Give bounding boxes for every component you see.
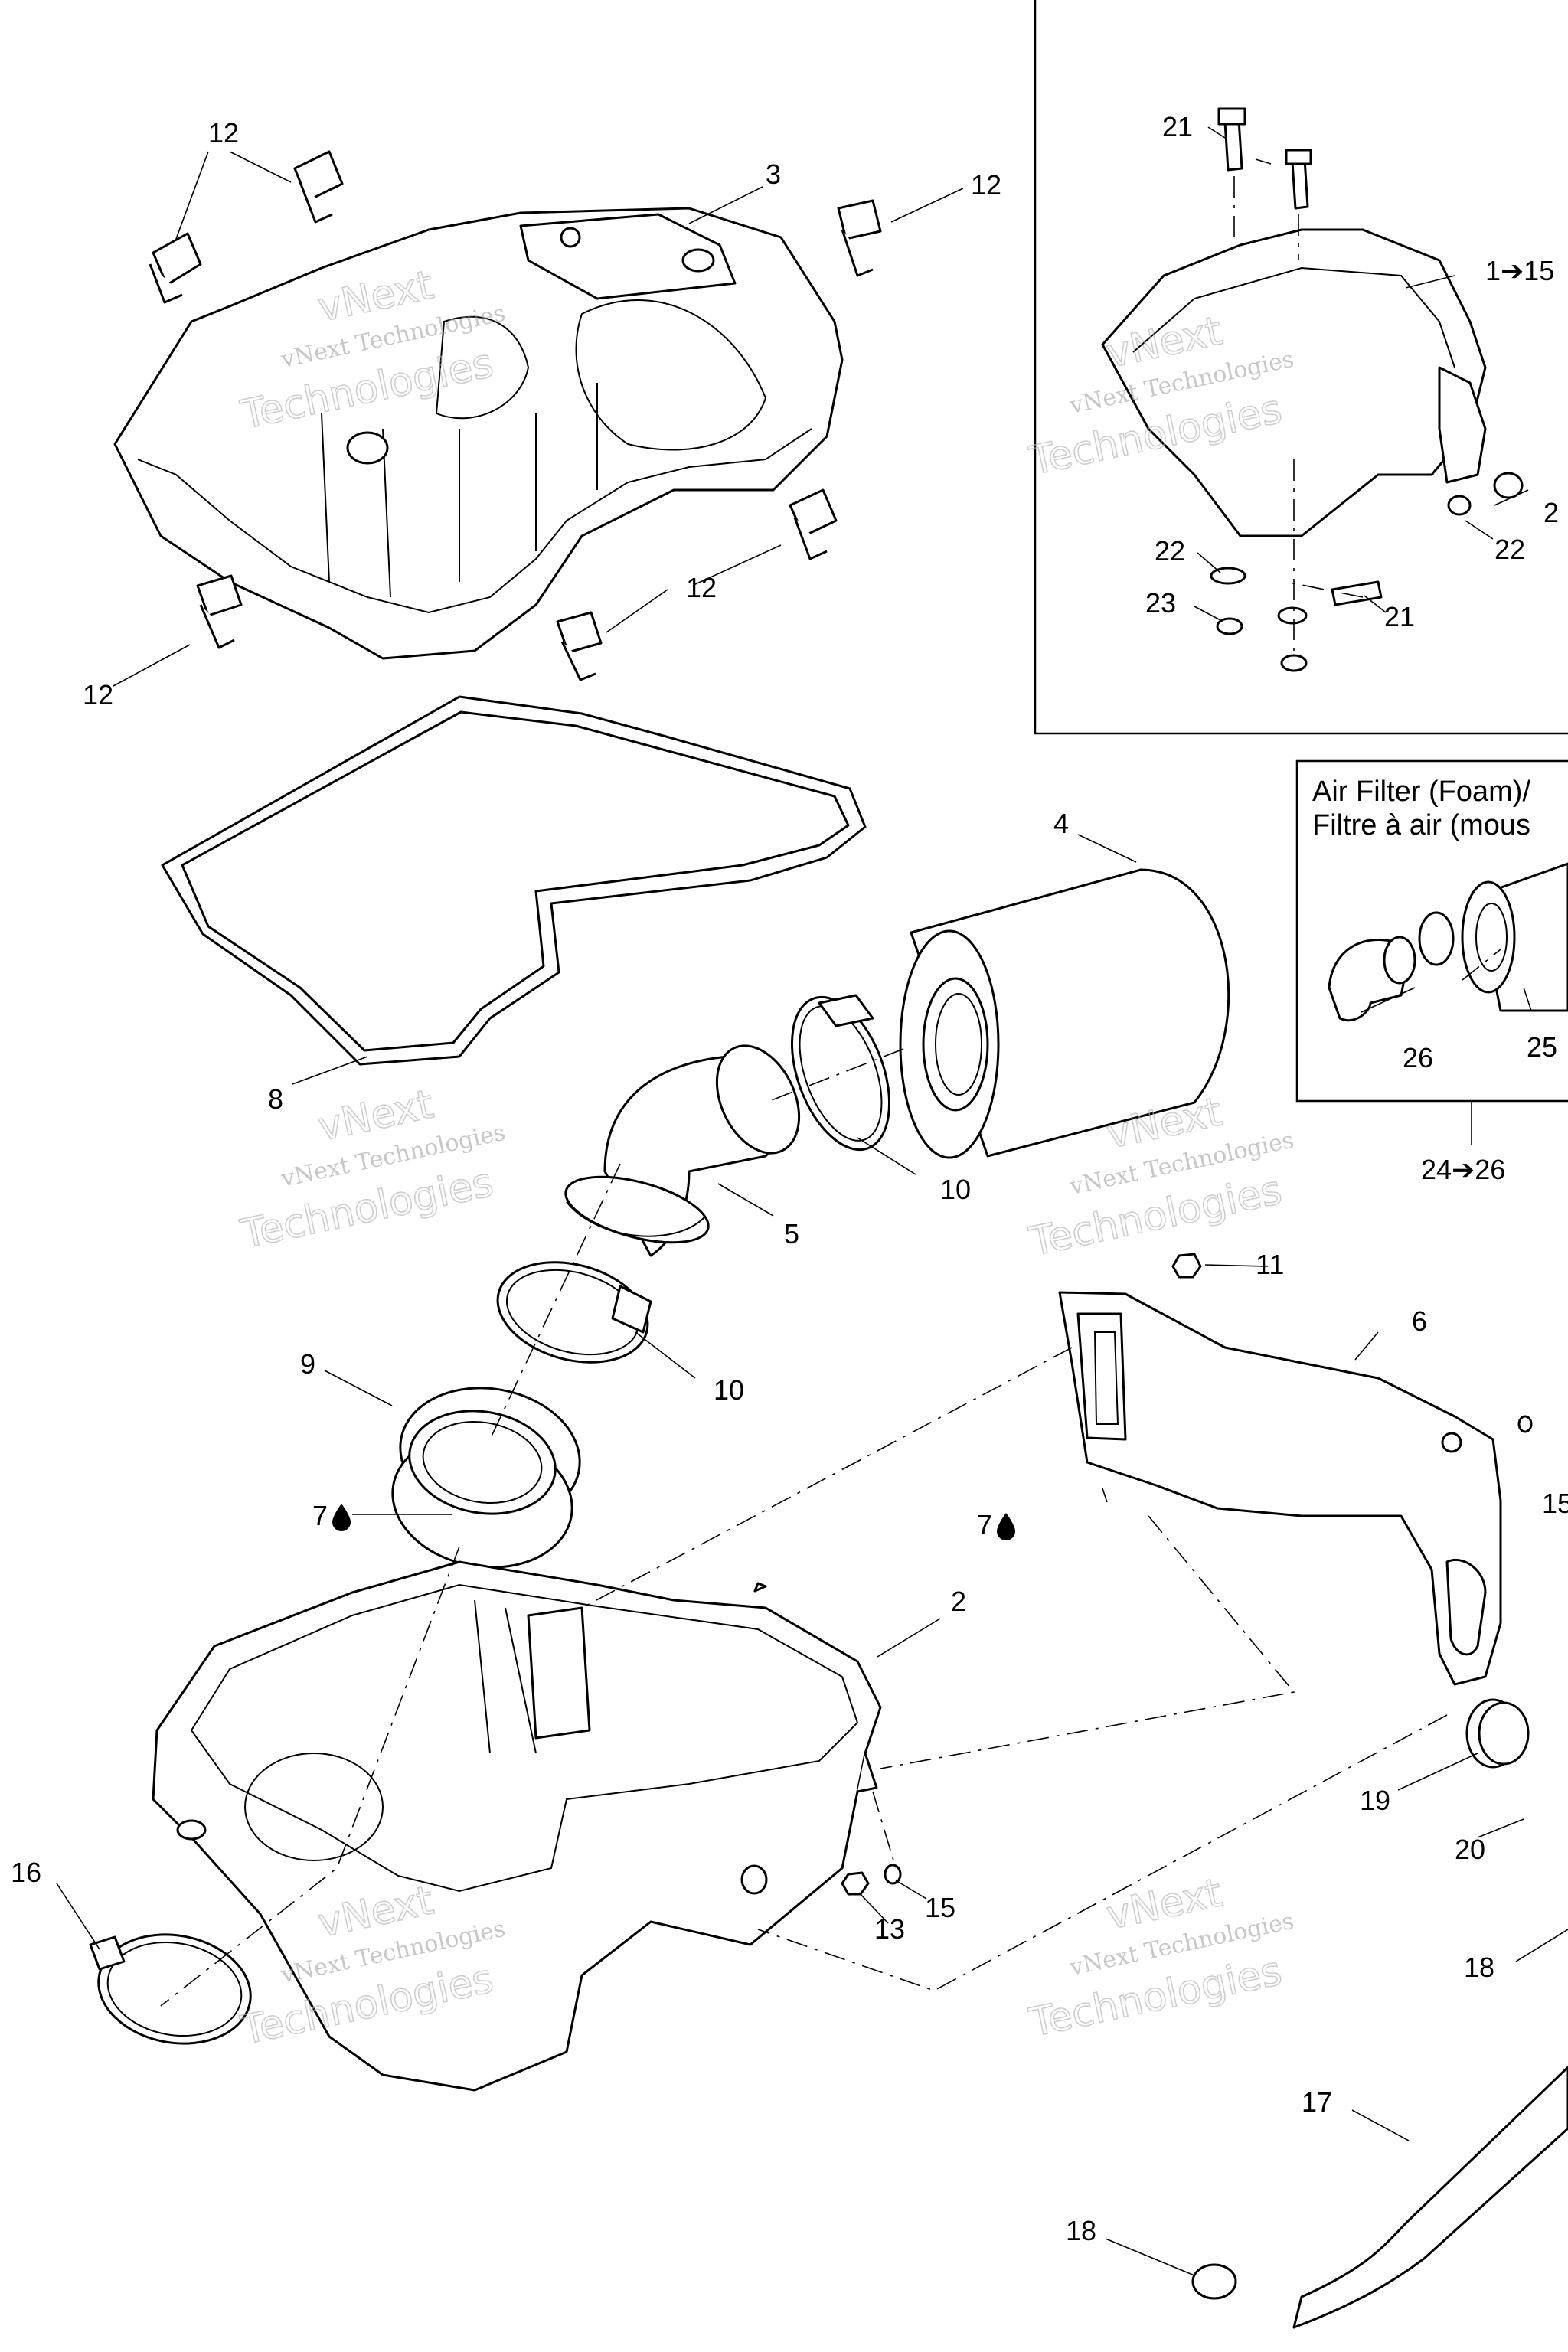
callout-1-to-15: 1➔15 [1485, 255, 1554, 286]
watermark-bottom-right: vNext vNext Technologies Technologies [1024, 1870, 1296, 2047]
callout-12-top-right: 12 [971, 169, 1001, 201]
air-box-gasket [161, 695, 867, 1066]
inset-frame-foam-filter [1295, 760, 1568, 1102]
air-intake-duct [1058, 1291, 1502, 1686]
callout-18-bottom: 18 [1066, 2215, 1096, 2246]
inset-title-fr: Filtre à air (mous [1312, 809, 1530, 841]
grommet-19 [1465, 1698, 1530, 1769]
callout-22-left: 22 [1155, 535, 1185, 567]
clip-12-mid-left [196, 574, 243, 649]
svg-text:7: 7 [977, 1509, 992, 1540]
hose-clamp-10-upper [790, 994, 891, 1152]
alignment-line-filter-inset [1462, 949, 1501, 981]
callout-18-right: 18 [1464, 1952, 1494, 1983]
callout-5: 5 [784, 1218, 799, 1250]
air-box-base [152, 1560, 882, 2092]
callout-21-top: 21 [1162, 111, 1193, 142]
inset-title-en: Air Filter (Foam)/ [1312, 776, 1530, 808]
callout-10-lower: 10 [714, 1374, 744, 1406]
callout-21-bottom: 21 [1384, 601, 1415, 632]
callout-19: 19 [1360, 1785, 1390, 1816]
callout-2-inset: 2 [1544, 497, 1559, 528]
alignment-line-duct-lower [880, 1515, 1295, 1769]
callout-12-left: 12 [83, 679, 113, 710]
air-box-cover [113, 207, 844, 660]
clip-12-bottom-mid [556, 611, 603, 681]
callout-24-to-26: 24➔26 [1421, 1154, 1505, 1185]
alignment-line-duct [581, 1347, 1073, 1609]
callout-4: 4 [1054, 808, 1069, 839]
callout-17: 17 [1302, 2086, 1332, 2118]
adapter-boot [391, 1387, 581, 1569]
inset-frame-assembly [1034, 0, 1568, 735]
clamp-18-bottom [1191, 2263, 1237, 2300]
alignment-line-hardware [872, 1791, 897, 1869]
intake-elbow [564, 1044, 801, 1257]
washer-15 [884, 1864, 902, 1885]
callout-10-upper: 10 [940, 1174, 971, 1205]
callout-15: 15 [925, 1892, 956, 1923]
nut-11 [1171, 1253, 1202, 1279]
svg-text:7: 7 [312, 1500, 328, 1531]
callout-2: 2 [951, 1586, 966, 1617]
callout-20: 20 [1455, 1834, 1485, 1865]
alignment-line-inset [1233, 176, 1364, 658]
callout-15-right: 15 [1542, 1488, 1568, 1519]
nut-13 [841, 1871, 870, 1896]
callout-23: 23 [1145, 587, 1176, 619]
oil-drop-icon [332, 1504, 351, 1531]
alignment-line-boot [489, 1163, 621, 1440]
clip-12-top-left-b [293, 150, 344, 224]
inset-air-box-assembly [1101, 107, 1524, 672]
washer-15-right [1517, 1415, 1533, 1433]
air-filter [899, 868, 1230, 1159]
callout-22-right: 22 [1494, 534, 1525, 565]
hose-17 [1292, 2066, 1568, 2329]
callout-12-top-left: 12 [208, 117, 239, 149]
alignment-line-grommet [757, 1714, 1448, 1991]
clip-12-top-left-a [149, 232, 202, 304]
hose-clamp-16 [89, 1933, 252, 2045]
callout-12-mid-right: 12 [686, 572, 717, 603]
alignment-line-filter [765, 1048, 904, 1103]
leader-lines [56, 126, 1568, 2276]
clip-12-mid-right [789, 488, 838, 560]
inset-foam-filter [1328, 862, 1568, 1021]
hose-clamp-10-lower [496, 1261, 652, 1364]
clip-12-top-right [837, 199, 882, 277]
callout-8: 8 [268, 1083, 283, 1115]
callout-26: 26 [1403, 1042, 1433, 1073]
callout-11: 11 [1256, 1249, 1284, 1280]
callout-3: 3 [766, 158, 781, 190]
callout-7-left: 7 [312, 1500, 351, 1531]
callout-9: 9 [300, 1348, 315, 1380]
callout-25: 25 [1527, 1031, 1557, 1063]
alignment-line-base [160, 1546, 460, 2007]
callout-7-right: 7 [977, 1509, 1015, 1540]
arrow-direction [753, 1582, 767, 1592]
callout-16: 16 [11, 1857, 41, 1888]
oil-drop-icon [997, 1513, 1015, 1540]
callout-13: 13 [874, 1913, 905, 1945]
callout-6: 6 [1412, 1305, 1427, 1337]
